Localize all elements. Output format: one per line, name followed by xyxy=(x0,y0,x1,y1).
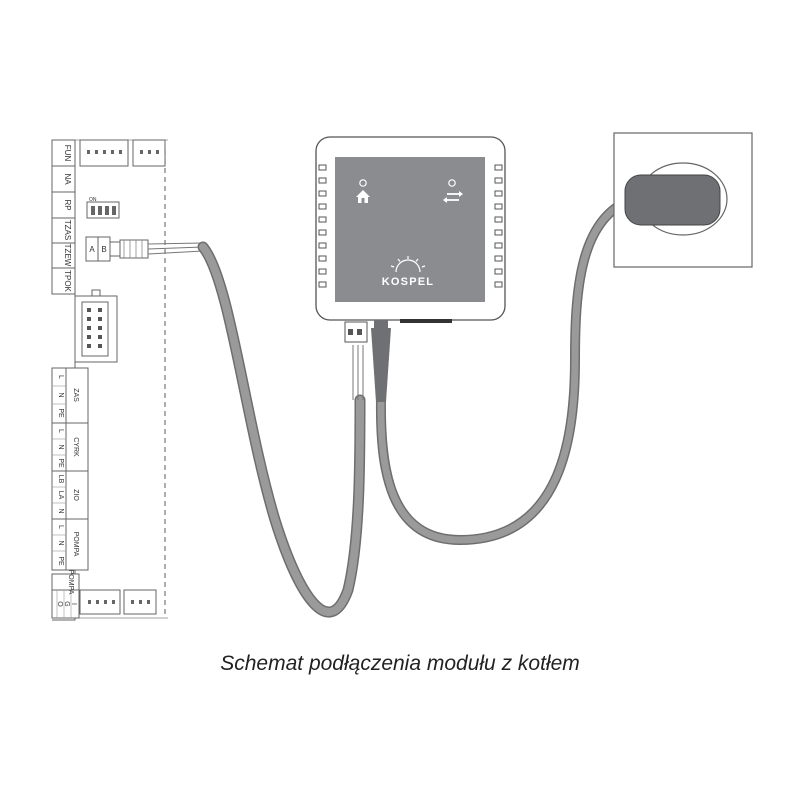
upper-terminal-block: FUN NA RP TZAS TZEW TPOK xyxy=(51,139,76,295)
house-icon xyxy=(356,190,370,203)
upper-label-5: TPOK xyxy=(63,270,72,292)
dip-switch: ON xyxy=(86,197,120,219)
terminal-a-label: A xyxy=(89,245,95,254)
lower-label-2: PE xyxy=(57,408,64,418)
lower-label-4: N xyxy=(57,444,64,449)
top-connector-pins xyxy=(87,150,159,154)
board-plug xyxy=(109,239,149,259)
diagram-caption: Schemat podłączenia modułu z kotłem xyxy=(220,652,580,675)
upper-label-2: RP xyxy=(63,199,72,210)
bottom-label-2: I xyxy=(70,603,77,605)
lower-terminal-block: L N PE L N PE LB LA N L N PE ZAS CYRK ZI… xyxy=(51,367,89,571)
kospel-logo-sun xyxy=(390,256,426,273)
signal-cable xyxy=(199,243,364,616)
module-vents-left xyxy=(318,164,327,288)
upper-label-4: TZEW xyxy=(63,244,72,267)
module-power-plug xyxy=(371,320,391,402)
ab-terminal: A B xyxy=(85,236,111,262)
link-led xyxy=(448,179,456,187)
bottom-connector-pins xyxy=(88,600,150,604)
lower-label-9: L xyxy=(57,525,64,529)
lower-label-1: N xyxy=(57,392,64,397)
dip-on-label: ON xyxy=(89,197,97,203)
terminal-b-label: B xyxy=(101,245,106,254)
kospel-logo-text: KOSPEL xyxy=(382,276,434,288)
arrows-icon xyxy=(443,191,463,203)
lower-label-0: L xyxy=(57,375,64,379)
module-vents-right xyxy=(494,164,503,288)
cables xyxy=(197,195,635,618)
lower-label-10: N xyxy=(57,540,64,545)
bottom-group-label: POMPA xyxy=(67,570,74,595)
wall-socket xyxy=(613,132,753,268)
group-label-3: POMPA xyxy=(72,532,79,557)
lower-label-11: PE xyxy=(57,556,64,566)
group-label-0: ZAS xyxy=(72,388,79,402)
control-board: FUN NA RP TZAS TZEW TPOK ON A B xyxy=(51,139,204,621)
group-label-1: CYRK xyxy=(72,437,79,457)
lower-label-6: LB xyxy=(57,475,64,484)
bottom-label-0: O xyxy=(56,601,63,607)
bottom-label-1: G xyxy=(63,601,70,606)
kospel-module: KOSPEL xyxy=(315,136,506,402)
module-signal-wires xyxy=(352,345,364,400)
group-label-2: ZIO xyxy=(72,489,79,501)
upper-label-3: TZAS xyxy=(63,220,72,240)
board-wires xyxy=(147,242,204,255)
lower-label-3: L xyxy=(57,429,64,433)
upper-label-0: FUN xyxy=(63,145,72,162)
lower-label-8: N xyxy=(57,508,64,513)
home-led xyxy=(359,179,367,187)
lower-label-5: PE xyxy=(57,458,64,468)
lower-label-7: LA xyxy=(57,491,64,500)
module-signal-connector xyxy=(344,321,368,343)
bottom-terminal-block: POMPA O G I xyxy=(51,570,80,619)
module-bottom-slot xyxy=(400,319,452,323)
power-cable xyxy=(377,196,634,544)
mid-connector xyxy=(74,289,118,363)
plug-adapter xyxy=(624,174,721,226)
upper-label-1: NA xyxy=(63,173,72,185)
